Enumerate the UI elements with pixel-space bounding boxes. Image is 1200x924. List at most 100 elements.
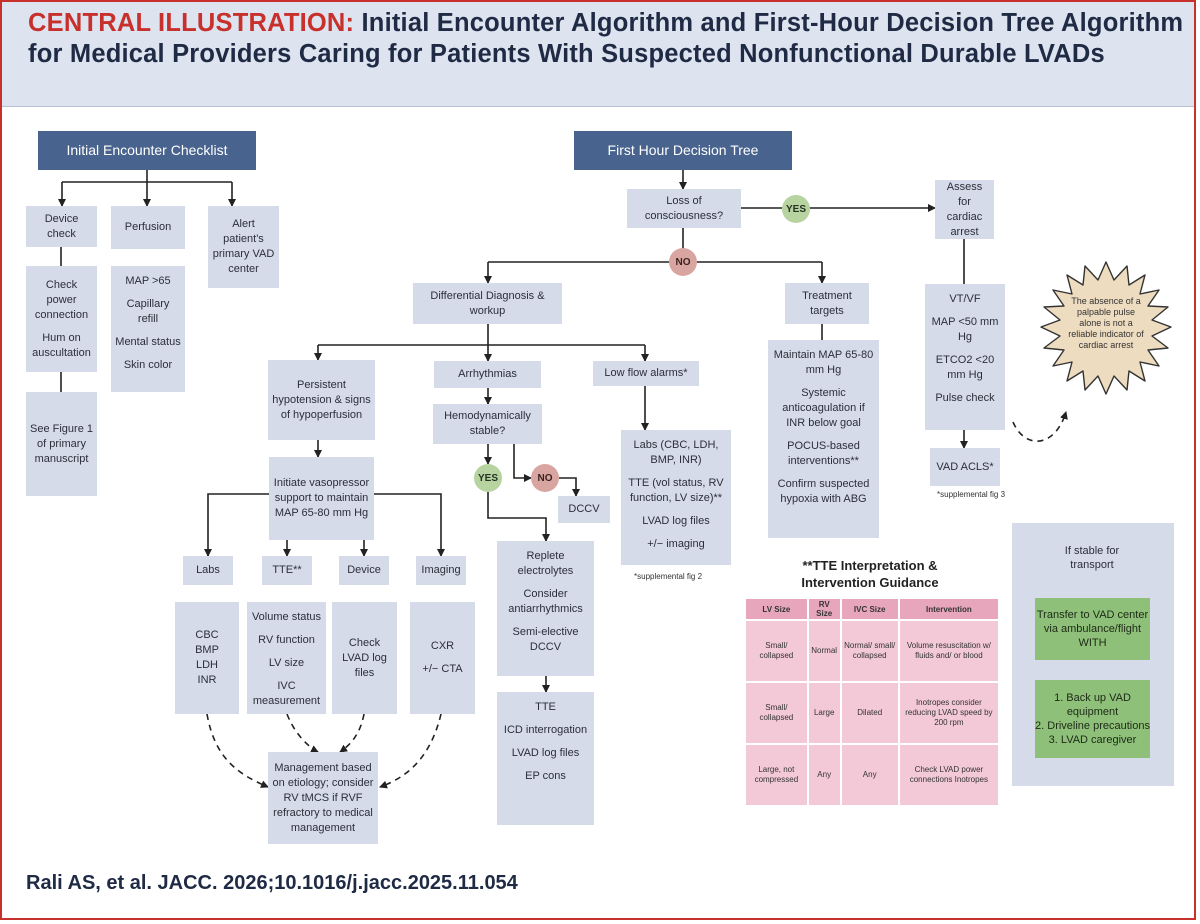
treatment-pocus: POCUS-based interventions** <box>787 440 860 467</box>
tte-guidance-title: **TTE Interpretation & Intervention Guid… <box>801 558 939 590</box>
title-lead: CENTRAL ILLUSTRATION: <box>28 9 355 37</box>
device-detail-box: Check LVAD log files <box>332 602 397 714</box>
supplemental-fig3-note: *supplemental fig 3 <box>937 490 1006 499</box>
imaging-cxr: CXR <box>430 640 455 652</box>
transport-title: If stable for transport <box>1064 545 1120 571</box>
alert-vad-text: Alert patient's primary VAD center <box>212 218 275 275</box>
lowflow-log: LVAD log files <box>642 515 710 527</box>
device-text: Device <box>347 564 381 576</box>
transfer-checklist-box: 1. Back up VAD equipment 2. Driveline pr… <box>1035 680 1150 758</box>
antiarrhythmics-text: Consider antiarrhythmics <box>508 588 583 615</box>
lab-inr: INR <box>197 674 217 686</box>
arrhythmia-eval-box: TTE ICD interrogation LVAD log files EP … <box>497 692 594 825</box>
alert-vad-center-box: Alert patient's primary VAD center <box>208 206 279 288</box>
title-text: Initial Encounter Algorithm and First-Ho… <box>28 9 1184 68</box>
lowflow-imaging: +/− imaging <box>647 538 705 550</box>
labs-detail-box: CBC BMP LDH INR <box>175 602 239 714</box>
device-box: Device <box>339 556 389 585</box>
citation: Rali AS, et al. JACC. 2026;10.1016/j.jac… <box>26 872 518 894</box>
loc-yes-badge: YES <box>782 195 810 223</box>
see-figure-text: See Figure 1 of primary manuscript <box>30 422 93 465</box>
device-check-box: Device check <box>26 206 97 247</box>
device-log-text: Check LVAD log files <box>342 636 387 679</box>
table-row: Small/ collapsed Normal Normal/ small/ c… <box>746 621 998 681</box>
perfusion-label: Perfusion <box>124 221 172 233</box>
differential-diagnosis-box: Differential Diagnosis & workup <box>413 283 562 324</box>
tte-cell: Large <box>808 683 840 743</box>
perfusion-map: MAP >65 <box>125 275 171 287</box>
eval-ep: EP cons <box>525 770 566 782</box>
transfer-text: Transfer to VAD center via ambulance/fli… <box>1036 609 1149 649</box>
hemo-yes-badge: YES <box>474 464 502 492</box>
device-check-detail: Check power connection Hum on auscultati… <box>26 266 97 372</box>
tte-ivc: IVC measurement <box>252 680 321 707</box>
imaging-text: Imaging <box>421 564 461 576</box>
treatment-map: Maintain MAP 65-80 mm Hg <box>773 349 874 376</box>
tte-cell: Volume resuscitation w/ fluids and/ or b… <box>899 621 998 681</box>
table-row: Small/ collapsed Large Dilated Inotropes… <box>746 683 998 743</box>
assess-cardiac-arrest-box: Assess for cardiac arrest <box>935 180 994 239</box>
vt-vf-box: VT/VF MAP <50 mm Hg ETCO2 <20 mm Hg Puls… <box>925 284 1005 430</box>
treatment-title: Treatment targets <box>802 289 852 317</box>
hemo-yes-text: YES <box>477 472 498 484</box>
dccv-text: DCCV <box>568 503 600 515</box>
treatment-detail-box: Maintain MAP 65-80 mm Hg Systemic antico… <box>768 340 879 538</box>
device-check-hum: Hum on auscultation <box>32 331 91 359</box>
hemodynamically-stable-box: Hemodynamically stable? <box>433 404 542 444</box>
map-50-text: MAP <50 mm Hg <box>931 316 999 343</box>
driveline-text: 2. Driveline precautions <box>1035 720 1150 732</box>
tte-text: TTE** <box>272 564 302 576</box>
labs-box: Labs <box>183 556 233 585</box>
tte-cell: Small/ collapsed <box>746 683 807 743</box>
dccv-box: DCCV <box>558 496 610 523</box>
tte-cell: Check LVAD power connections Inotropes <box>899 745 998 805</box>
initial-checklist-heading: Initial Encounter Checklist <box>38 131 256 170</box>
transfer-box: Transfer to VAD center via ambulance/fli… <box>1035 598 1150 660</box>
vt-vf-text: VT/VF <box>949 293 981 305</box>
device-check-label: Device check <box>44 212 79 240</box>
tte-rv: RV function <box>258 634 315 646</box>
eval-tte: TTE <box>535 701 556 713</box>
imaging-cta: +/− CTA <box>422 663 463 675</box>
low-flow-detail-box: Labs (CBC, LDH, BMP, INR) TTE (vol statu… <box>621 430 731 565</box>
loc-no-text: NO <box>675 256 691 268</box>
lab-cbc: CBC <box>195 629 219 641</box>
tte-cell: Normal <box>808 621 840 681</box>
page-title: CENTRAL ILLUSTRATION: Initial Encounter … <box>28 8 1188 70</box>
tte-table-header-row: LV Size RV Size IVC Size Intervention <box>746 599 998 619</box>
perfusion-mental: Mental status <box>115 336 181 348</box>
hemo-no-text: NO <box>537 472 553 484</box>
warning-burst <box>1040 261 1172 395</box>
tte-detail-box: Volume status RV function LV size IVC me… <box>247 602 326 714</box>
treatment-anticoag: Systemic anticoagulation if INR below go… <box>782 387 865 429</box>
management-text: Management based on etiology; consider R… <box>272 761 374 834</box>
loss-of-consciousness-box: Loss of consciousness? <box>627 189 741 228</box>
initiate-vasopressor-box: Initiate vasopressor support to maintain… <box>269 457 374 540</box>
tte-lv: LV size <box>268 657 305 669</box>
persistent-hypotension-box: Persistent hypotension & signs of hypope… <box>268 360 375 440</box>
assess-text: Assess for cardiac arrest <box>946 180 983 238</box>
tte-cell: Dilated <box>841 683 898 743</box>
tte-cell: Inotropes consider reducing LVAD speed b… <box>899 683 998 743</box>
lowflow-tte: TTE (vol status, RV function, LV size)** <box>628 477 724 504</box>
tte-col-intervention: Intervention <box>899 599 998 619</box>
perfusion-box: Perfusion <box>111 206 185 249</box>
caregiver-text: 3. LVAD caregiver <box>1048 734 1137 746</box>
vad-acls-text: VAD ACLS* <box>936 460 994 473</box>
tte-col-rv: RV Size <box>808 599 840 619</box>
perfusion-detail: MAP >65 Capillary refill Mental status S… <box>111 266 185 392</box>
supplemental-fig2-note: *supplemental fig 2 <box>634 572 703 581</box>
perfusion-cap-refill: Capillary refill <box>126 298 170 325</box>
semi-elective-dccv-text: Semi-elective DCCV <box>512 626 579 653</box>
lab-bmp: BMP <box>195 644 219 656</box>
replete-electrolytes-box: Replete electrolytes Consider antiarrhyt… <box>497 541 594 676</box>
tte-col-lv: LV Size <box>746 599 807 619</box>
tte-guidance-table: LV Size RV Size IVC Size Intervention Sm… <box>744 597 1000 807</box>
device-check-power: Check power connection <box>34 278 89 321</box>
hemo-text: Hemodynamically stable? <box>444 410 531 437</box>
header-band: CENTRAL ILLUSTRATION: Initial Encounter … <box>2 2 1194 107</box>
loc-text: Loss of consciousness? <box>644 194 724 222</box>
see-figure-box: See Figure 1 of primary manuscript <box>26 392 97 496</box>
